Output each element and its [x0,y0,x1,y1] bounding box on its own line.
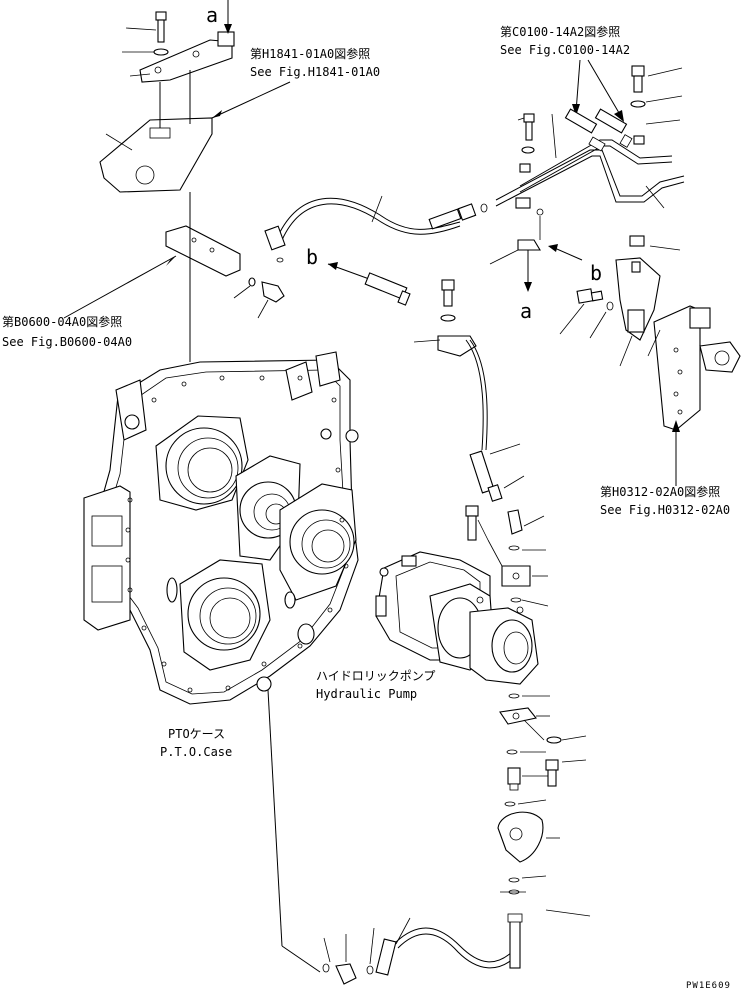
pto-case-label: PTOケース P.T.O.Case [160,727,232,759]
svg-text:b: b [306,245,318,269]
svg-text:a: a [520,299,532,323]
right-bracket-assembly [559,257,741,431]
bore-lower [179,559,271,671]
svg-text:第H0312-02A0図参照: 第H0312-02A0図参照 [600,484,720,499]
fittings-column [465,505,591,917]
hose-assembly-lower [256,676,523,985]
hose-fitting-mid [364,272,411,306]
svg-text:See Fig.H1841-01A0: See Fig.H1841-01A0 [250,65,380,79]
marker-a-top: a [206,0,232,34]
svg-text:第H1841-01A0図参照: 第H1841-01A0図参照 [250,46,370,61]
bore-left [155,415,249,511]
hose-assembly-center [413,279,525,502]
mounting-plate [99,117,213,193]
bracket-plate [139,39,233,83]
svg-text:See Fig.B0600-04A0: See Fig.B0600-04A0 [2,335,132,349]
pipe-clamps [515,135,645,251]
svg-text:P.T.O.Case: P.T.O.Case [160,745,232,759]
hydraulic-pump [375,551,539,685]
svg-text:第B0600-04A0図参照: 第B0600-04A0図参照 [2,314,122,329]
reference-h1841: 第H1841-01A0図参照 See Fig.H1841-01A0 [211,46,380,119]
bore-right [279,483,357,601]
svg-text:Hydraulic Pump: Hydraulic Pump [316,687,417,701]
svg-text:第C0100-14A2図参照: 第C0100-14A2図参照 [500,24,620,39]
washer-part [153,48,169,56]
reference-h0312: 第H0312-02A0図参照 See Fig.H0312-02A0 [600,420,730,517]
pipe-lines [495,108,685,209]
pto-case [83,351,359,705]
support-bar [165,192,241,362]
bolt-holes [125,375,349,693]
svg-text:See Fig.H0312-02A0: See Fig.H0312-02A0 [600,503,730,517]
hose-assembly-upper [264,195,488,263]
reference-c0100: 第C0100-14A2図参照 See Fig.C0100-14A2 [500,24,630,122]
svg-text:PTOケース: PTOケース [168,727,225,741]
marker-b-left: b [306,245,373,281]
hydraulic-pump-label: ハイドロリックポンプ Hydraulic Pump [316,669,435,701]
marker-b-right: b [548,244,602,285]
svg-text:ハイドロリックポンプ: ハイドロリックポンプ [316,669,435,683]
reference-b0600: 第B0600-04A0図参照 See Fig.B0600-04A0 [2,255,177,349]
bolt-part [155,11,167,43]
bolts-upper-right [517,65,683,251]
svg-text:b: b [590,261,602,285]
small-fittings-left [233,277,285,319]
drawing-code: PW1E609 [686,981,731,991]
svg-text:See Fig.C0100-14A2: See Fig.C0100-14A2 [500,43,630,57]
svg-text:a: a [206,3,218,27]
top-bracket-assembly [99,11,235,193]
marker-a-mid: a [520,208,544,323]
